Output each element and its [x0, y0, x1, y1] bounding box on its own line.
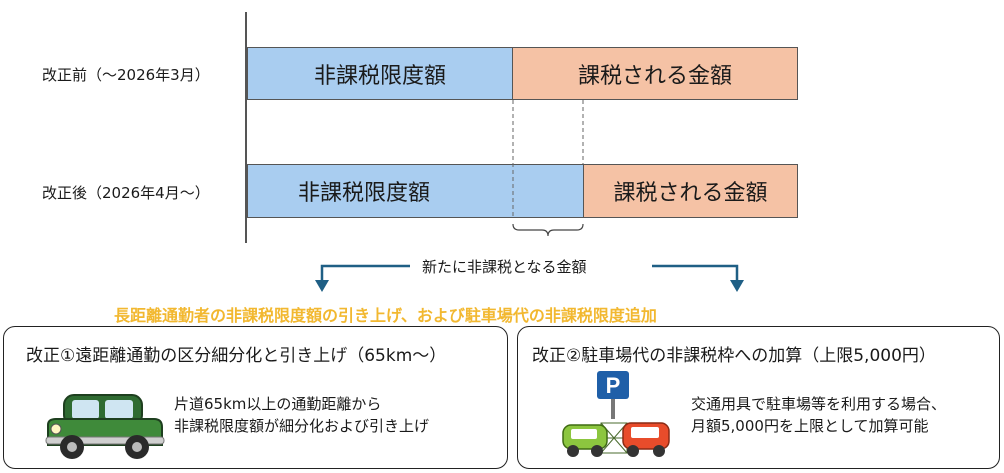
panel-2-title: 改正②駐車場代の非課税枠への加算（上限5,000円） [532, 346, 936, 366]
arrow-right-head [730, 280, 744, 292]
headline: 長距離通勤者の非課税限度額の引き上げ、および駐車場代の非課税限度追加 [114, 306, 657, 325]
bar-after-nontaxable-label: 非課税限度額 [298, 181, 431, 206]
bar-after-nontaxable: 非課税限度額 [247, 164, 584, 218]
row-label-after: 改正後（2026年4月～） [42, 184, 210, 202]
arrow-left [320, 264, 410, 282]
connector-graphics [315, 100, 744, 292]
bracket-label: 新たに非課税となる金額 [422, 258, 587, 276]
panel-1-line-2: 非課税限度額が細分化および引き上げ [174, 417, 430, 435]
panel-2-line-1: 交通用具で駐車場等を利用する場合、 [691, 395, 947, 413]
bar-before-taxable-label: 課税される金額 [577, 63, 732, 89]
panel-1-line-1: 片道65km以上の通勤距離から [174, 395, 382, 413]
bar-after-taxable: 課税される金額 [583, 164, 798, 218]
panel-revision-1: 改正①遠距離通勤の区分細分化と引き上げ（65km～） 片道65km以上の通勤距離… [3, 326, 508, 469]
parking-icon: P [562, 371, 670, 457]
panel-1-title: 改正①遠距離通勤の区分細分化と引き上げ（65km～） [26, 346, 447, 366]
bar-before-taxable: 課税される金額 [512, 47, 798, 100]
bar-before-nontaxable-label: 非課税限度額 [313, 63, 446, 89]
car-icon [45, 394, 165, 459]
panel-revision-2: 改正②駐車場代の非課税枠への加算（上限5,000円） P 交通用具で駐車場等を利… [517, 326, 1000, 469]
arrow-left-head [315, 280, 329, 292]
row-label-before: 改正前（～2026年3月） [42, 66, 210, 84]
bracket [512, 223, 584, 237]
bar-before-nontaxable: 非課税限度額 [247, 47, 513, 100]
arrow-right [652, 264, 739, 282]
panel-2-line-2: 月額5,000円を上限として加算可能 [691, 417, 929, 435]
bar-after-taxable-label: 課税される金額 [613, 181, 768, 206]
parking-sign-letter: P [606, 373, 621, 398]
axis-line [245, 12, 247, 243]
